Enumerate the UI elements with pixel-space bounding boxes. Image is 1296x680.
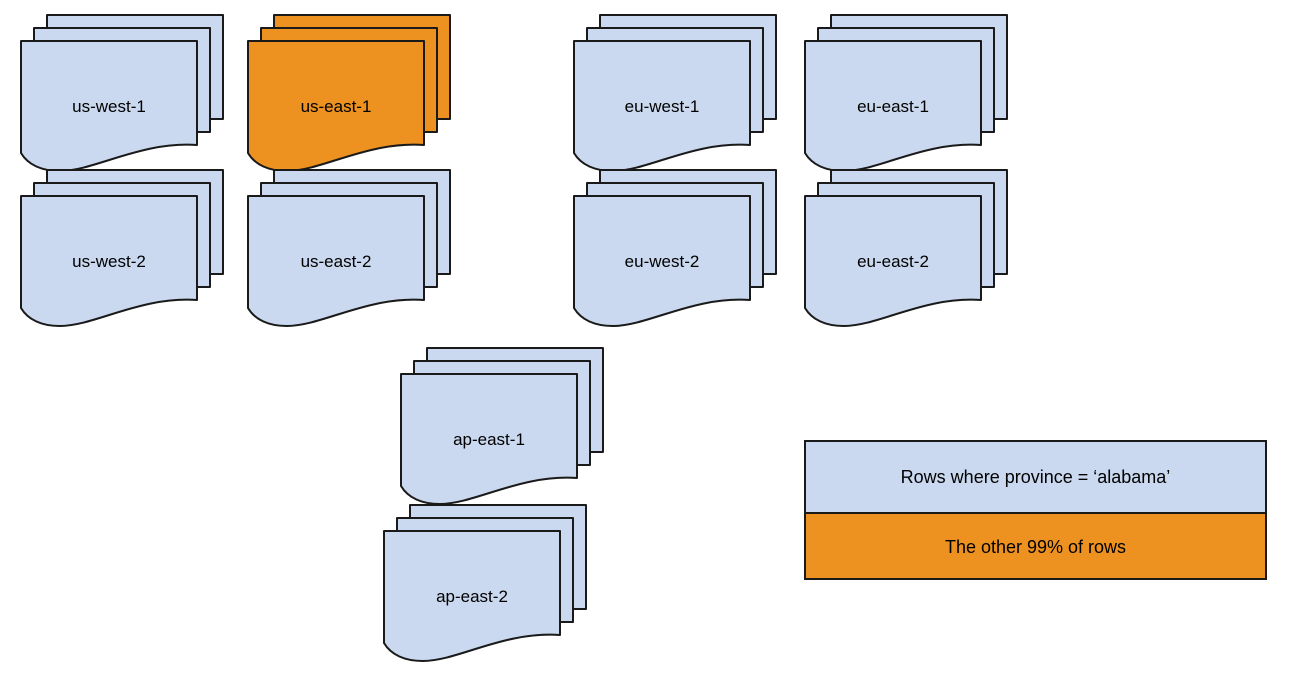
legend-item-orange: The other 99% of rows xyxy=(806,514,1265,578)
region-stack-shape-ap-east-1 xyxy=(400,347,604,505)
region-stack-shape-us-east-1 xyxy=(247,14,451,172)
legend: Rows where province = ‘alabama’ The other… xyxy=(804,440,1267,580)
region-stack-ap-east-1[interactable]: ap-east-1 xyxy=(400,347,604,510)
region-stack-us-east-1[interactable]: us-east-1 xyxy=(247,14,451,177)
region-stack-shape-us-west-2 xyxy=(20,169,224,327)
legend-label-blue: Rows where province = ‘alabama’ xyxy=(900,466,1171,487)
region-stack-eu-west-2[interactable]: eu-west-2 xyxy=(573,169,777,332)
region-stack-shape-us-west-1 xyxy=(20,14,224,172)
region-stack-eu-east-2[interactable]: eu-east-2 xyxy=(804,169,1008,332)
region-stack-eu-east-1[interactable]: eu-east-1 xyxy=(804,14,1008,177)
region-stack-shape-us-east-2 xyxy=(247,169,451,327)
region-stack-shape-ap-east-2 xyxy=(383,504,587,662)
region-stack-shape-eu-west-2 xyxy=(573,169,777,327)
region-stack-ap-east-2[interactable]: ap-east-2 xyxy=(383,504,587,667)
region-stack-shape-eu-east-1 xyxy=(804,14,1008,172)
region-stack-us-west-2[interactable]: us-west-2 xyxy=(20,169,224,332)
region-stack-shape-eu-west-1 xyxy=(573,14,777,172)
region-stack-us-west-1[interactable]: us-west-1 xyxy=(20,14,224,177)
legend-item-blue: Rows where province = ‘alabama’ xyxy=(806,442,1265,514)
region-stack-eu-west-1[interactable]: eu-west-1 xyxy=(573,14,777,177)
legend-label-orange: The other 99% of rows xyxy=(944,536,1127,557)
region-stack-us-east-2[interactable]: us-east-2 xyxy=(247,169,451,332)
region-stack-shape-eu-east-2 xyxy=(804,169,1008,327)
